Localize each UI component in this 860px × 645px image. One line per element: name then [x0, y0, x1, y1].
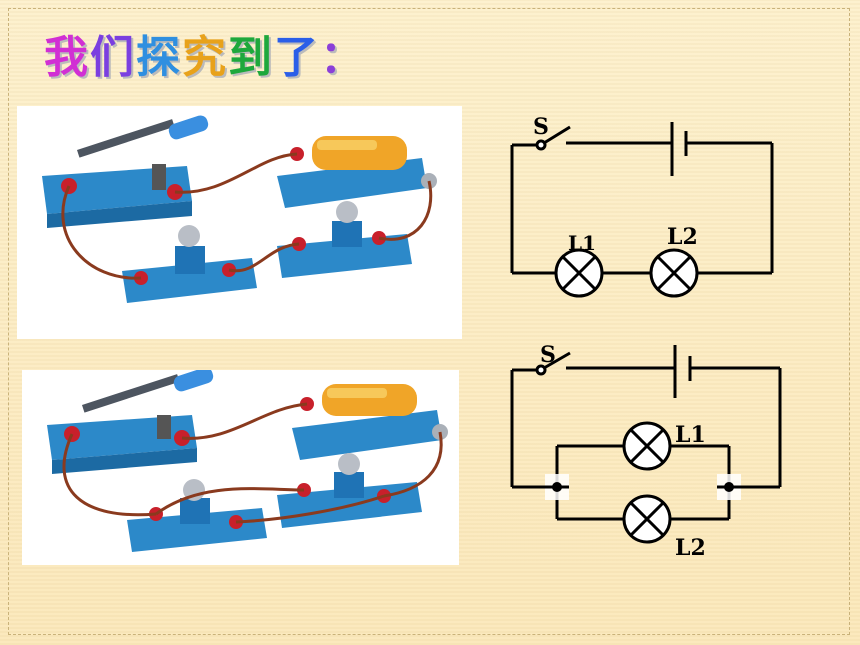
- series-circuit-photo: [17, 106, 462, 339]
- junction-right: [724, 482, 734, 492]
- title-char: 究: [182, 32, 228, 83]
- parallel-circuit-photo: [22, 370, 459, 565]
- junction-left: [552, 482, 562, 492]
- parallel-circuit-diagram: [510, 345, 782, 544]
- title-char: 我: [44, 32, 90, 83]
- lamp-l2-icon: [649, 248, 699, 298]
- slide-frame: [8, 8, 850, 635]
- title-char: 到: [228, 32, 274, 83]
- series-switch-label: S: [533, 114, 549, 140]
- title-char: 了: [274, 32, 320, 83]
- lamp-l1-icon: [554, 248, 604, 298]
- title-char: 探: [136, 32, 182, 83]
- lamp-l1-parallel-icon: [622, 421, 672, 471]
- series-lamp1-label: L1: [568, 231, 596, 255]
- series-circuit-diagram: [510, 122, 774, 298]
- lamp-l2-parallel-icon: [622, 494, 672, 544]
- title-char: ：: [320, 32, 366, 83]
- parallel-lamp2-label: L2: [675, 535, 706, 561]
- slide-title: 我们探究到了：: [44, 36, 366, 80]
- series-apparatus-icon: [42, 115, 437, 303]
- title-char: 们: [90, 32, 136, 83]
- parallel-switch-label: S: [540, 342, 556, 368]
- parallel-lamp1-label: L1: [675, 422, 706, 448]
- parallel-apparatus-icon: [47, 370, 448, 552]
- series-lamp2-label: L2: [667, 224, 698, 250]
